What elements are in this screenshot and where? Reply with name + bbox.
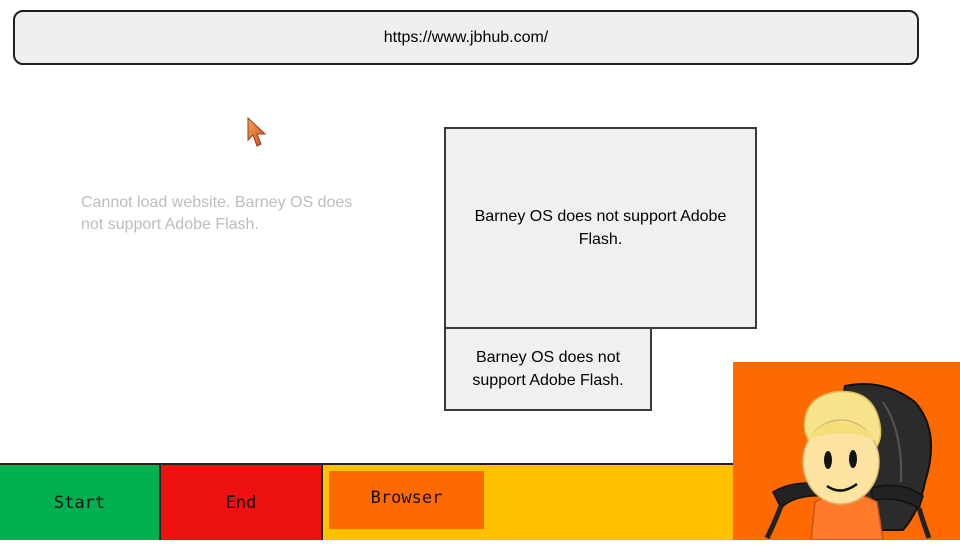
- address-bar[interactable]: https://www.jbhub.com/: [13, 10, 919, 65]
- flash-error-dialog[interactable]: Barney OS does not support Adobe Flash.: [444, 127, 757, 329]
- flash-error-dialog[interactable]: Barney OS does not support Adobe Flash.: [444, 327, 652, 411]
- dialog-message: Barney OS does not support Adobe Flash.: [474, 208, 727, 248]
- start-button[interactable]: Start: [0, 465, 161, 540]
- load-error-message: Cannot load website. Barney OS does not …: [81, 194, 353, 233]
- url-text: https://www.jbhub.com/: [383, 28, 549, 46]
- dialog-message: Barney OS does not support Adobe Flash.: [472, 349, 624, 389]
- barney-avatar: [764, 383, 933, 541]
- user-avatar-panel: [733, 362, 960, 541]
- arrow-cursor-icon: [247, 116, 267, 147]
- end-button[interactable]: End: [161, 465, 323, 540]
- browser-button[interactable]: Browser: [329, 471, 484, 529]
